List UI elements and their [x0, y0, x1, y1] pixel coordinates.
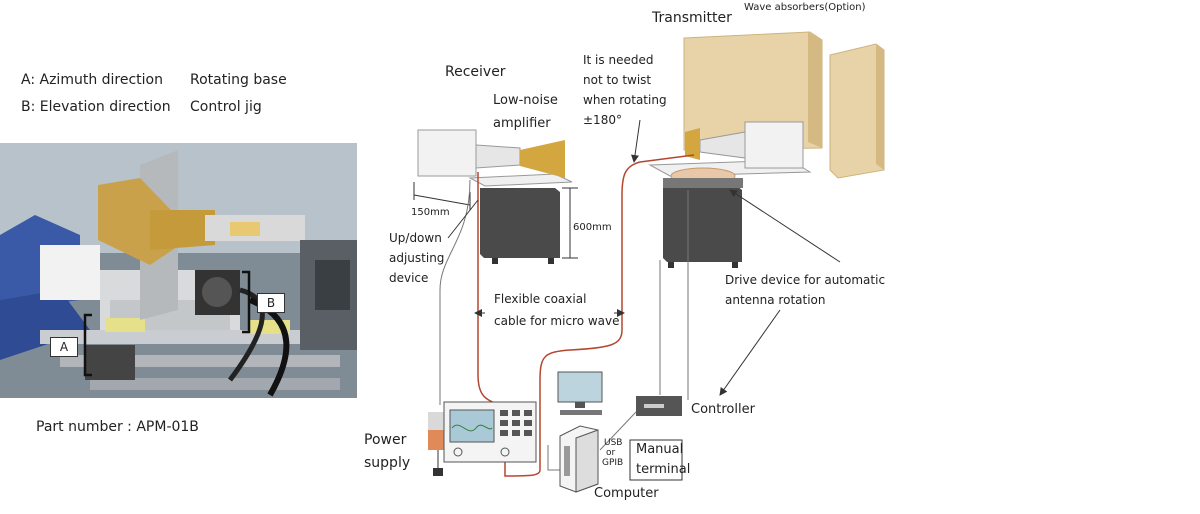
twist-note-1: It is needed [583, 53, 654, 67]
transmitter-label: Transmitter [652, 10, 732, 26]
updown-label-3: device [389, 271, 429, 285]
marker-a: A [50, 337, 78, 357]
device-photo [0, 143, 357, 398]
coax-cable-transmitter [504, 154, 695, 477]
receiver-tower [480, 188, 560, 258]
transmitter-box [744, 121, 804, 169]
drive-label-1: Drive device for automatic [725, 273, 886, 287]
coax-label-1: Flexible coaxial [494, 292, 587, 306]
receiver-label: Receiver [445, 64, 506, 80]
manual-terminal-box [629, 439, 683, 481]
coax-label-2: cable for micro wave [494, 314, 620, 328]
drive-label-2: antenna rotation [725, 293, 826, 307]
computer-label: Computer [594, 486, 659, 501]
usb-gpib-1: USB [604, 438, 623, 448]
manual-terminal-2: terminal [636, 462, 691, 477]
manual-terminal-1: Manual [636, 442, 684, 457]
usb-gpib-3: GPIB [602, 458, 624, 468]
twist-note-4: ±180° [583, 113, 622, 127]
receiver-box [417, 129, 477, 177]
legend-a-part: Rotating base [190, 72, 287, 88]
dim-width-label: 150mm [411, 207, 450, 218]
part-number: Part number : APM-01B [36, 419, 199, 435]
legend-b: B: Elevation direction [21, 99, 171, 115]
wave-absorbers-label: Wave absorbers(Option) [744, 2, 866, 13]
computer-monitor [557, 371, 603, 403]
controller-label: Controller [691, 402, 755, 417]
lna-label-2: amplifier [493, 116, 551, 131]
twist-note-3: when rotating [583, 93, 667, 107]
absorber-panel-small [829, 43, 885, 179]
receiver-horn [520, 140, 565, 178]
transmitter-tower [663, 186, 742, 262]
twist-note-2: not to twist [583, 73, 652, 87]
dim-height-label: 600mm [573, 222, 612, 233]
power-supply-label-2: supply [364, 455, 411, 471]
legend-b-part: Control jig [190, 99, 262, 115]
legend-a: A: Azimuth direction [21, 72, 163, 88]
updown-label-1: Up/down [389, 231, 442, 245]
lna-label-1: Low-noise [493, 93, 558, 108]
marker-b: B [257, 293, 285, 313]
updown-label-2: adjusting [389, 251, 445, 265]
power-supply-label-1: Power [364, 432, 407, 448]
usb-gpib-2: or [606, 448, 616, 458]
